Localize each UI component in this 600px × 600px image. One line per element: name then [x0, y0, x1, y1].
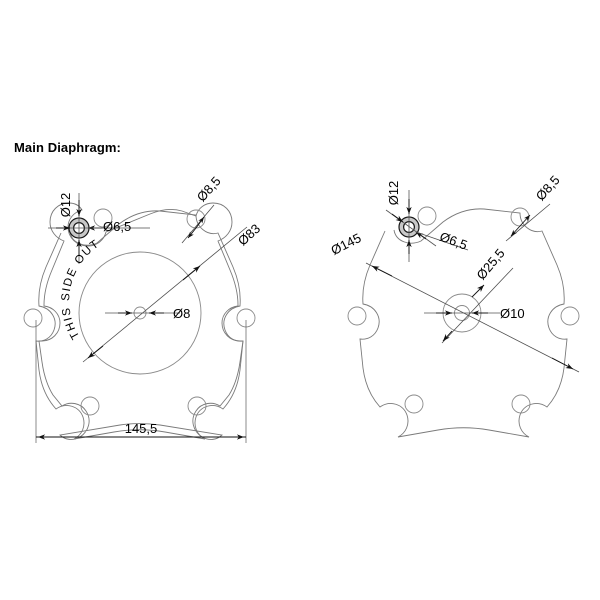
left-label-d65: Ø6,5	[103, 219, 131, 234]
left-dim85-arrow-a	[187, 227, 197, 239]
left-hole-bottom-left	[80, 396, 100, 416]
right-dim85-arrow-a	[510, 225, 521, 237]
right-hole-left	[347, 306, 367, 326]
right-view-group: Ø12 Ø6,5 Ø8,5 Ø145 Ø25,5 Ø10	[328, 172, 580, 438]
right-label-d85: Ø8,5	[533, 172, 563, 203]
left-hole-left	[23, 308, 43, 328]
right-hole-bottom-right	[511, 394, 531, 414]
right-dim255-arrow-a	[442, 330, 453, 342]
left-label-width: 145,5	[125, 421, 158, 436]
right-dim145-arrow-a	[371, 265, 393, 277]
right-hole-right	[560, 306, 580, 326]
right-dim145-arrow-b	[551, 357, 574, 370]
right-dim65-arrow-b	[415, 231, 427, 240]
left-dim85-leader	[181, 204, 215, 244]
left-hole-secondary	[93, 208, 113, 228]
right-gasket-outline	[359, 208, 568, 438]
left-view-group: Ø12 Ø6,5 Ø8,5 Ø83 Ø8 145,5 THIS SIDE OUT	[23, 173, 263, 443]
right-dim145-line	[365, 262, 580, 373]
right-dim65-leader	[415, 231, 469, 251]
right-label-d255: Ø25,5	[473, 246, 507, 283]
right-label-d145: Ø145	[328, 230, 363, 258]
right-dim255-arrow-b	[471, 284, 485, 298]
left-label-d8: Ø8	[173, 306, 190, 321]
left-gasket-outline	[38, 202, 244, 440]
this-side-out-textpath: THIS SIDE OUT	[60, 238, 101, 342]
page-title: Main Diaphragm:	[14, 140, 121, 155]
right-dim65-arrow-a	[391, 213, 404, 223]
this-side-out-text: THIS SIDE OUT	[60, 238, 102, 342]
right-dim255-line	[441, 267, 514, 344]
left-dim85-arrow-b	[195, 216, 205, 229]
left-inner-circle	[78, 251, 202, 375]
right-hole-bottom-left	[404, 394, 424, 414]
left-label-d85: Ø8,5	[194, 173, 224, 204]
right-label-d10: Ø10	[500, 306, 525, 321]
left-label-d12: Ø12	[58, 193, 73, 218]
left-dim83-arrow-a	[87, 345, 104, 359]
left-hole-bottom-right	[187, 396, 207, 416]
left-label-d83: Ø83	[235, 221, 263, 249]
right-label-d65: Ø6,5	[438, 229, 470, 253]
left-dim83-line	[82, 226, 248, 363]
right-label-d12: Ø12	[386, 181, 401, 206]
left-dim83-arrow-b	[182, 265, 201, 281]
left-gasket-outline-smooth	[35, 210, 244, 440]
right-dim85-arrow-b	[519, 214, 531, 227]
right-hole-secondary	[417, 206, 437, 226]
